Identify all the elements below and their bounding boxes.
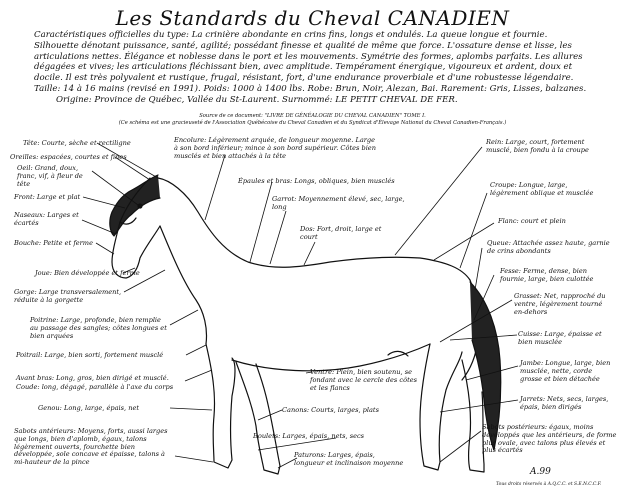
label-coude: Coude: long, dégagé, parallèle à l'axe d…	[16, 384, 191, 392]
label-boulets: Boulets: Larges, épais, nets, secs	[253, 433, 423, 441]
label-naseaux: Naseaux: Larges et écartés	[14, 212, 80, 228]
label-queue: Queue: Attachée assez haute, garnie de c…	[487, 240, 612, 256]
label-jambe: Jambe: Longue, large, bien musclée, nett…	[520, 360, 615, 383]
label-avant-bras: Avant bras: Long, gros, bien dirigé et m…	[16, 375, 186, 383]
label-gorge: Gorge: Large transversalement, réduite à…	[14, 289, 129, 305]
label-encolure: Encolure: Légèrement arquée, de longueur…	[174, 137, 379, 160]
label-garrot: Garrot: Moyennement élevé, sec, large, l…	[272, 196, 412, 212]
label-grasset: Grasset: Net, rapproché du ventre, légèr…	[514, 293, 614, 316]
label-oeil: Oeil: Grand, doux, franc, vif, à fleur d…	[17, 165, 97, 188]
label-rein: Rein: Large, court, fortement musclé, bi…	[486, 139, 604, 155]
label-sabots-posterieurs: Sabots postérieurs: égaux, moins dévelop…	[482, 424, 617, 455]
label-epaules: Épaules et bras: Longs, obliques, bien m…	[238, 178, 408, 186]
label-cuisse: Cuisse: Large, épaisse et bien musclée	[518, 331, 613, 347]
label-tete: Tête: Courte, sèche et rectiligne	[23, 140, 143, 148]
label-paturons: Paturons: Larges, épais, longueur et inc…	[294, 452, 404, 468]
label-fesse: Fesse: Ferme, dense, bien fournie, large…	[500, 268, 612, 284]
label-oreilles: Oreilles: espacées, courtes et fines	[10, 154, 130, 162]
copyright-notice: Tous droits réservés à A.Q.C.C. et S.E.N…	[496, 482, 601, 487]
label-poitrine: Poitrine: Large, profonde, bien remplie …	[30, 317, 170, 340]
label-front: Front: Large et plat	[14, 194, 94, 202]
label-genou: Genou: Long, large, épais, net	[38, 405, 168, 413]
label-bouche: Bouche: Petite et ferme	[14, 240, 104, 248]
label-canons: Canons: Courts, larges, plats	[282, 407, 402, 415]
label-ventre: Ventre: Plein, bien soutenu, se fondant …	[310, 369, 418, 392]
label-croupe: Croupe: Longue, large, légèrement obliqu…	[490, 182, 605, 198]
label-jarrets: Jarrets: Nets, secs, larges, épais, bien…	[520, 396, 615, 412]
label-joue: Joue: Bien développée et ferme	[35, 270, 155, 278]
label-dos: Dos: Fort, droit, large et court	[300, 226, 400, 242]
artist-signature: A.99	[530, 467, 551, 477]
label-poitrail: Poitrail: Large, bien sorti, fortement m…	[16, 352, 186, 360]
label-sabots-anterieurs: Sabots antérieurs: Moyens, forts, aussi …	[14, 428, 176, 467]
label-flanc: Flanc: court et plein	[498, 218, 598, 226]
